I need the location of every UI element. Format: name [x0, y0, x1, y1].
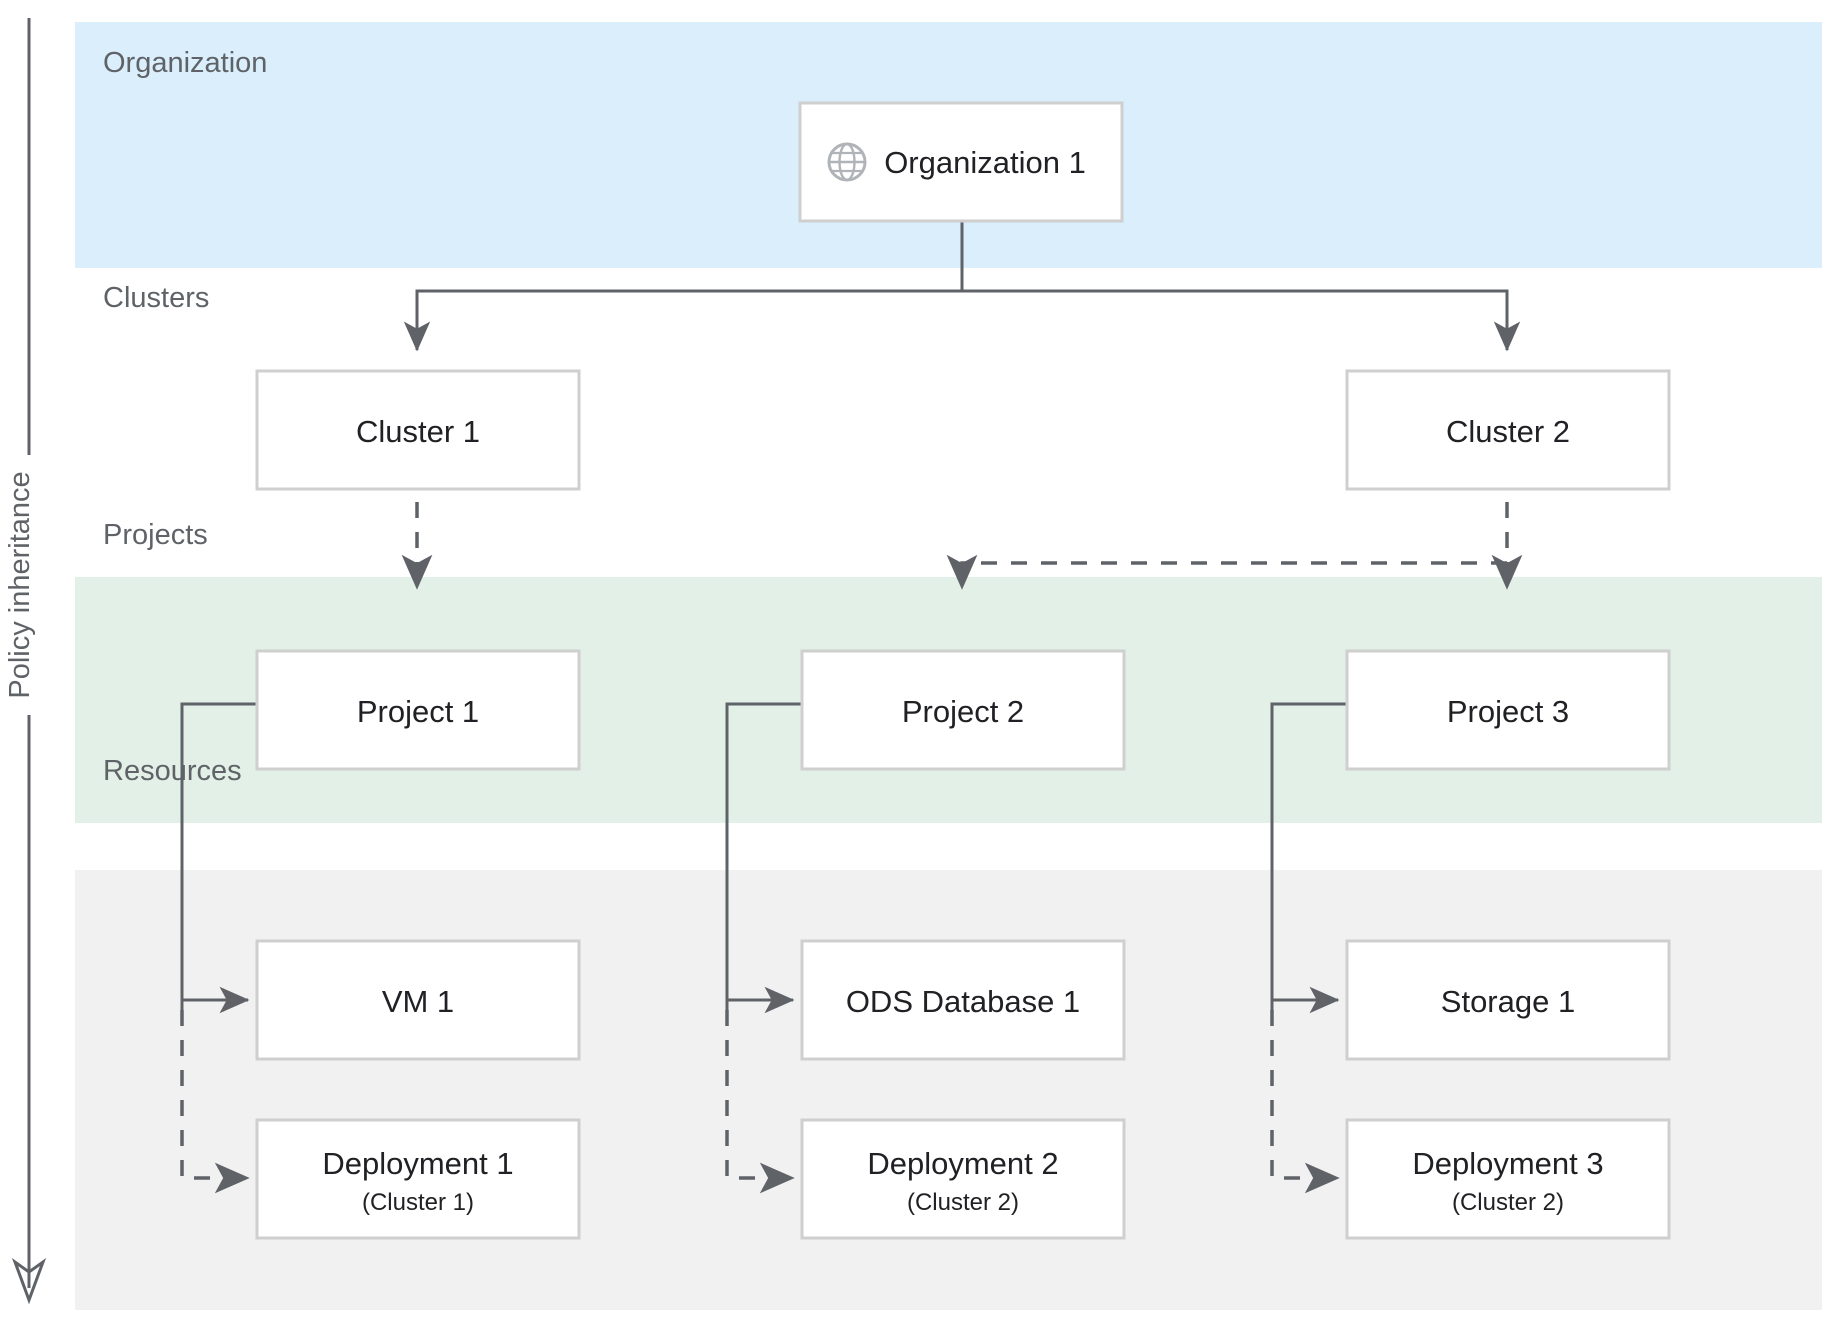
- node-storage-1-label: Storage 1: [1441, 984, 1575, 1019]
- edge-project-1-trunk: [180, 702, 257, 1010]
- node-vm-1-label: VM 1: [382, 984, 454, 1019]
- band-label-clusters: Clusters: [103, 282, 209, 314]
- node-organization-1[interactable]: Organization 1: [798, 101, 1124, 223]
- band-label-organization: Organization: [103, 47, 267, 79]
- edge-project-3-to-resources: [1270, 702, 1347, 1194]
- node-deployment-1[interactable]: Deployment 1 (Cluster 1): [255, 1118, 581, 1240]
- node-deployment-1-sublabel: (Cluster 1): [362, 1189, 474, 1216]
- node-ods-database-1-box[interactable]: [800, 939, 1126, 1061]
- node-cluster-2-label: Cluster 2: [1446, 414, 1570, 449]
- edge-cluster-2-to-project-2: [946, 554, 1507, 590]
- node-deployment-3-label: Deployment 3: [1412, 1146, 1603, 1181]
- node-deployment-1-label: Deployment 1: [322, 1146, 513, 1181]
- node-cluster-2-box[interactable]: [1345, 369, 1671, 491]
- node-storage-1-box[interactable]: [1345, 939, 1671, 1061]
- node-cluster-2[interactable]: Cluster 2: [1345, 369, 1671, 491]
- edge-org-to-cluster-1: [403, 289, 962, 352]
- node-project-2-label: Project 2: [902, 694, 1024, 729]
- node-deployment-3[interactable]: Deployment 3 (Cluster 2): [1345, 1118, 1671, 1240]
- edge-project-3-to-deployment-3: [1270, 1010, 1340, 1194]
- band-resources-bg: [75, 870, 1822, 1310]
- node-organization-1-box[interactable]: [798, 101, 1124, 223]
- policy-inheritance-axis: Policy inheritance: [4, 18, 52, 1305]
- node-project-2[interactable]: Project 2: [800, 649, 1126, 771]
- node-project-3[interactable]: Project 3: [1345, 649, 1671, 771]
- node-deployment-1-box[interactable]: [255, 1118, 581, 1240]
- node-project-2-box[interactable]: [800, 649, 1126, 771]
- node-deployment-2-sublabel: (Cluster 2): [907, 1189, 1019, 1216]
- band-label-projects: Projects: [103, 519, 208, 551]
- band-label-resources: Resources: [103, 755, 242, 787]
- node-cluster-1[interactable]: Cluster 1: [255, 369, 581, 491]
- policy-inheritance-label: Policy inheritance: [4, 471, 36, 698]
- node-project-1[interactable]: Project 1: [255, 649, 581, 771]
- node-project-1-box[interactable]: [255, 649, 581, 771]
- policy-inheritance-arrowhead-icon: [11, 1257, 47, 1305]
- node-ods-database-1[interactable]: ODS Database 1: [800, 939, 1126, 1061]
- edge-project-1-to-resources: [180, 702, 257, 1194]
- node-project-1-label: Project 1: [357, 694, 479, 729]
- edge-project-3-trunk: [1270, 702, 1347, 1010]
- node-vm-1-box[interactable]: [255, 939, 581, 1061]
- edge-org-to-cluster-2: [962, 289, 1521, 352]
- node-project-3-label: Project 3: [1447, 694, 1569, 729]
- node-deployment-2[interactable]: Deployment 2 (Cluster 2): [800, 1118, 1126, 1240]
- node-vm-1[interactable]: VM 1: [255, 939, 581, 1061]
- node-storage-1[interactable]: Storage 1: [1345, 939, 1671, 1061]
- node-organization-1-label: Organization 1: [884, 145, 1086, 180]
- node-cluster-1-label: Cluster 1: [356, 414, 480, 449]
- node-cluster-1-box[interactable]: [255, 369, 581, 491]
- node-deployment-2-box[interactable]: [800, 1118, 1126, 1240]
- edge-project-2-to-deployment-2: [725, 1010, 795, 1194]
- node-deployment-2-label: Deployment 2: [867, 1146, 1058, 1181]
- node-deployment-3-sublabel: (Cluster 2): [1452, 1189, 1564, 1216]
- node-project-3-box[interactable]: [1345, 649, 1671, 771]
- edge-project-2-to-resources: [725, 702, 802, 1194]
- node-ods-database-1-label: ODS Database 1: [846, 984, 1080, 1019]
- edge-project-1-to-deployment-1: [180, 1010, 250, 1194]
- policy-inheritance-label-backdrop: [6, 455, 52, 715]
- globe-icon: [827, 142, 867, 182]
- node-deployment-3-box[interactable]: [1345, 1118, 1671, 1240]
- edge-project-2-trunk: [725, 702, 802, 1010]
